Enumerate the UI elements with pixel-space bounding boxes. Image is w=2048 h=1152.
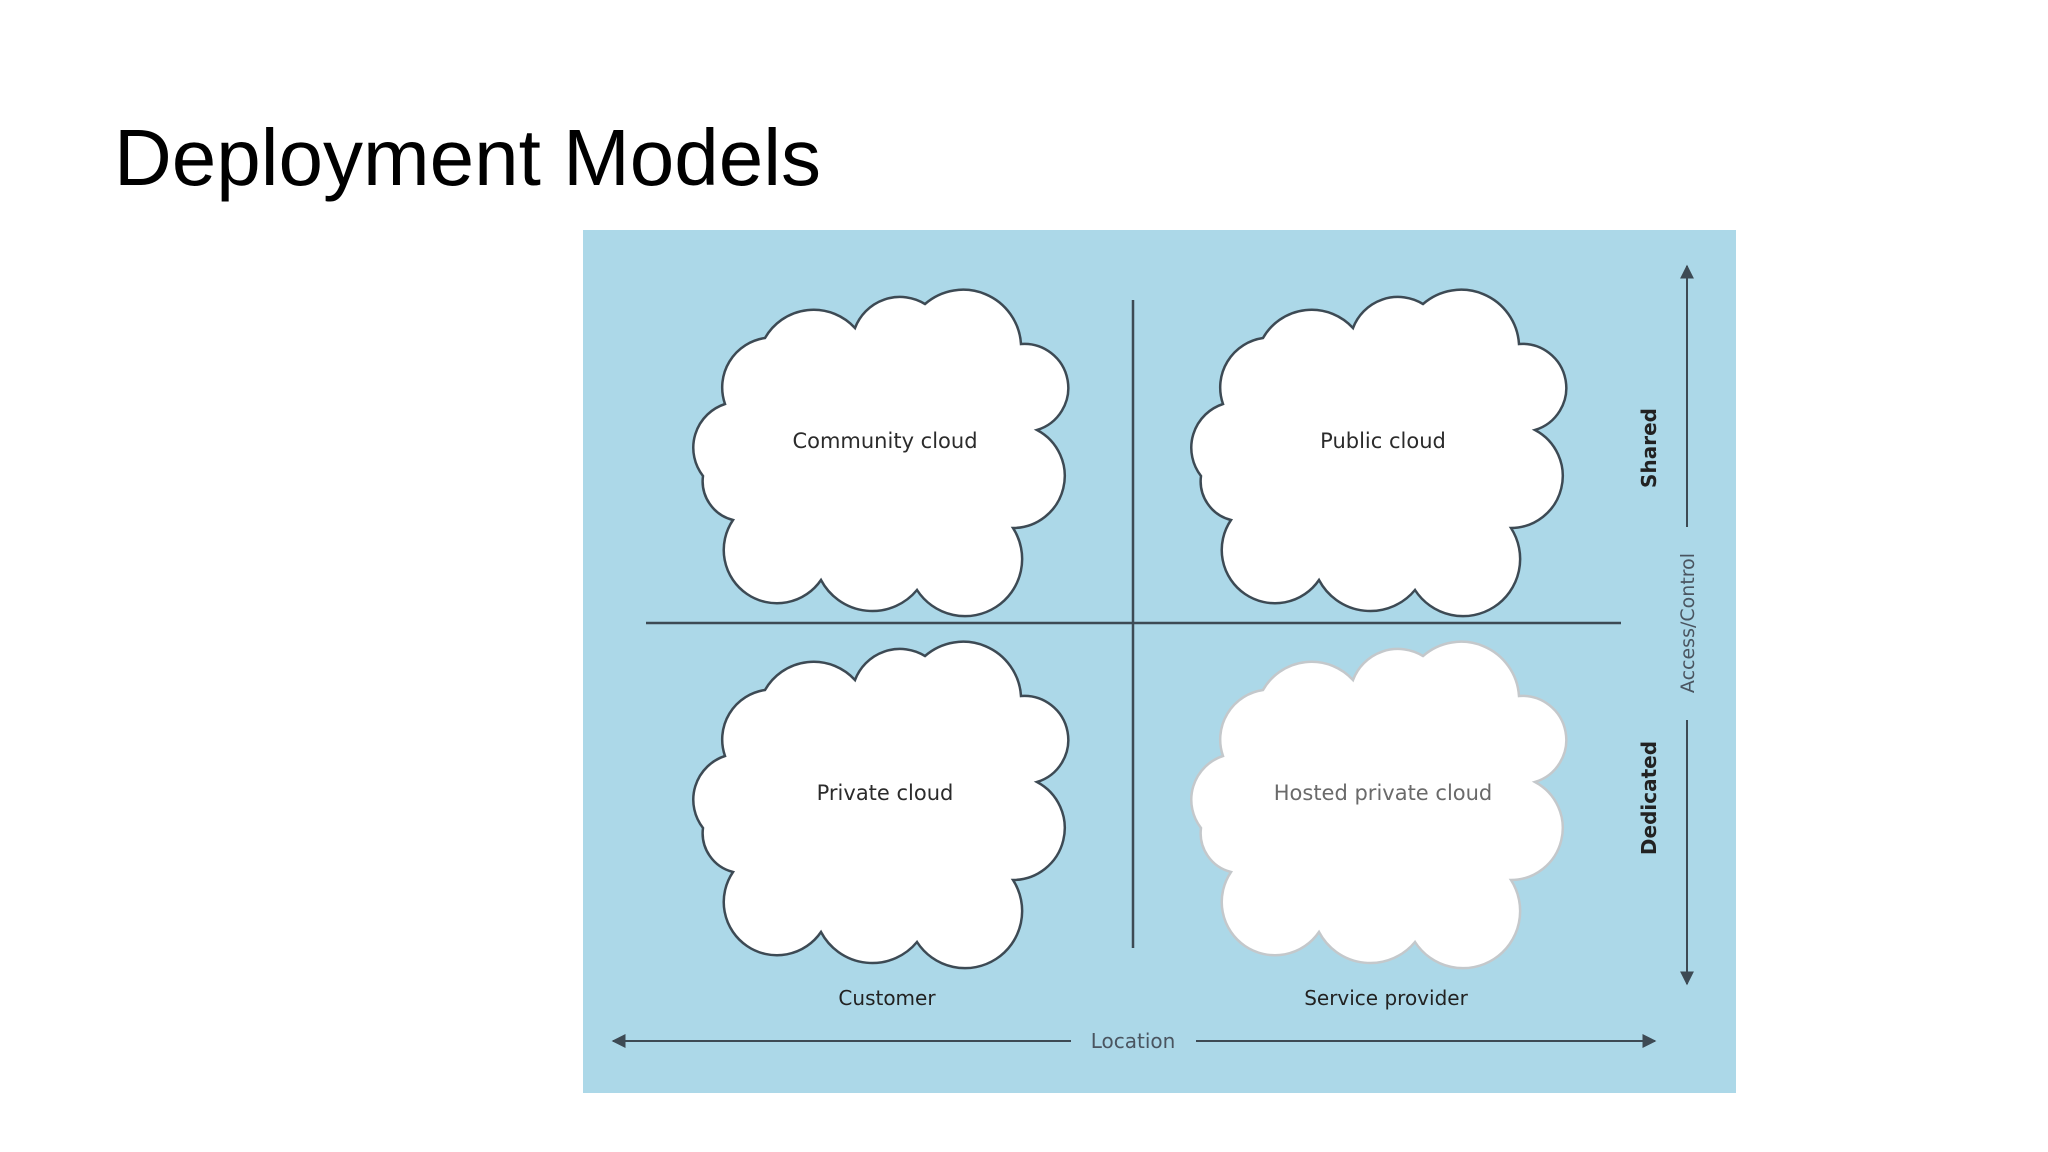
customer-label: Customer (838, 986, 936, 1010)
private-cloud: Private cloud (692, 640, 1070, 970)
public-cloud-label: Public cloud (1320, 429, 1446, 453)
slide-title: Deployment Models (114, 113, 821, 202)
public-cloud: Public cloud (1190, 288, 1568, 618)
private-cloud-label: Private cloud (817, 781, 954, 805)
hosted-private-cloud-label: Hosted private cloud (1274, 781, 1493, 805)
location-axis-label: Location (1091, 1029, 1176, 1053)
dedicated-label: Dedicated (1637, 741, 1661, 855)
community-cloud: Community cloud (692, 288, 1070, 618)
access-control-axis-label: Access/Control (1677, 553, 1699, 693)
community-cloud-label: Community cloud (792, 429, 977, 453)
hosted-private-cloud: Hosted private cloud (1190, 640, 1568, 970)
service-provider-label: Service provider (1304, 986, 1468, 1010)
deployment-models-diagram: Community cloud Public cloud Private clo… (583, 230, 1736, 1093)
shared-label: Shared (1637, 408, 1661, 488)
